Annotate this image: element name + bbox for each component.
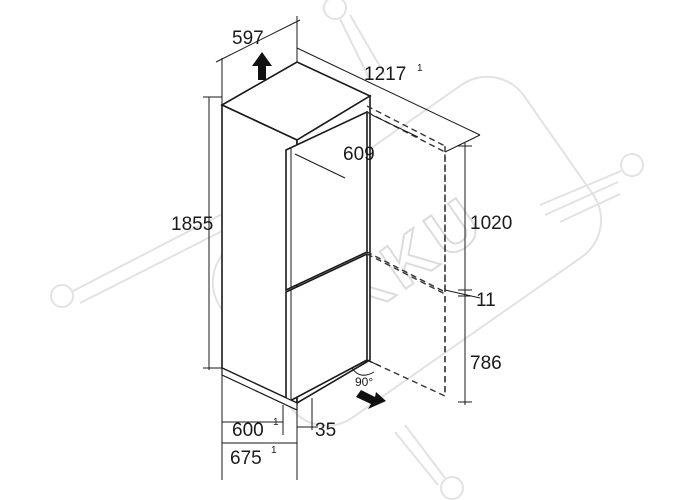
right-arrow-icon (356, 390, 386, 409)
door-swing-outline (366, 105, 446, 398)
up-arrow-icon (252, 52, 272, 80)
dim-depth-with-handle: 675 (230, 448, 262, 469)
dim-door-width: 609 (343, 144, 375, 165)
dim-door-open-depth-note: 1 (417, 63, 423, 74)
dim-door-open-depth: 1217 (364, 64, 406, 85)
dim-total-height: 1855 (171, 214, 213, 235)
dim-depth: 600 (232, 420, 264, 441)
dim-gap: 11 (476, 290, 496, 311)
dimension-lines (203, 16, 481, 480)
dim-top-width: 597 (232, 28, 264, 49)
dim-depth-note: 1 (273, 417, 279, 428)
dim-door-angle: 90° (355, 375, 373, 389)
dim-foot-offset: 35 (315, 420, 336, 441)
dim-depth-with-handle-note: 1 (271, 445, 277, 456)
dim-upper-height: 1020 (470, 213, 512, 234)
dim-lower-height: 786 (470, 353, 502, 374)
fridge-body (220, 61, 372, 411)
